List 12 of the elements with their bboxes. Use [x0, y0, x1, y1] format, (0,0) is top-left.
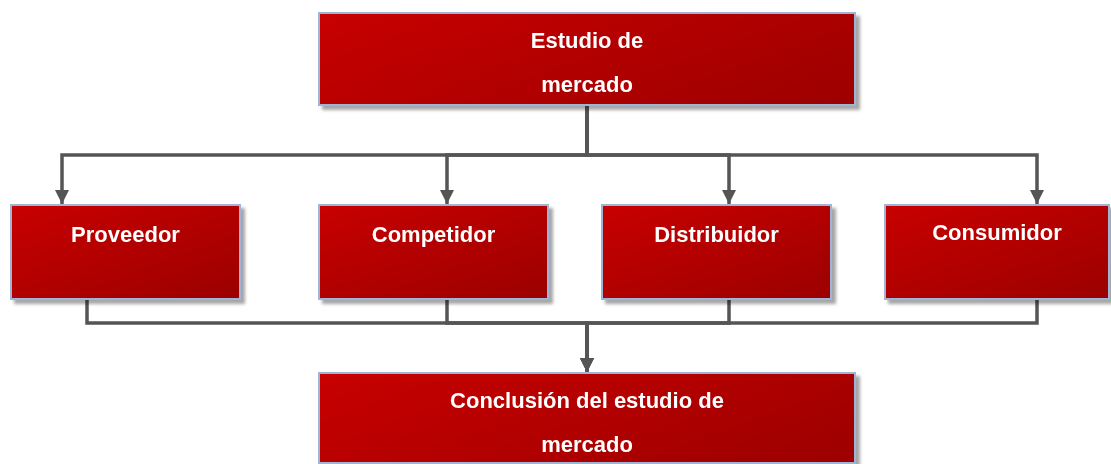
process-box — [884, 204, 1110, 300]
box-label: Distribuidor — [654, 221, 779, 249]
process-box — [318, 12, 856, 106]
box-label: Consumidor — [932, 219, 1062, 247]
process-box — [318, 372, 856, 464]
process-box — [318, 204, 549, 300]
process-box — [10, 204, 241, 300]
process-box — [601, 204, 832, 300]
box-label: Competidor — [371, 221, 496, 249]
box-label: Proveedor — [71, 221, 180, 249]
box-label: Estudio de mercado — [529, 27, 645, 99]
box-label: Conclusión del estudio de mercado — [449, 387, 725, 459]
